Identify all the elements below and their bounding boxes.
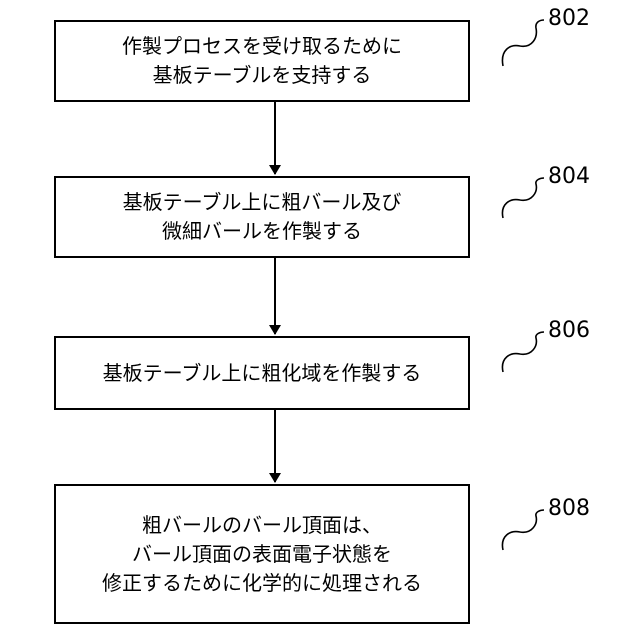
- leader-line-806: [502, 332, 544, 372]
- leader-line-802: [502, 20, 544, 66]
- ref-label-806: 806: [548, 320, 590, 342]
- ref-label-808: 808: [548, 498, 590, 520]
- step-806-line-1: 基板テーブル上に粗化域を作製する: [103, 359, 422, 388]
- ref-label-804: 804: [548, 166, 590, 188]
- step-802-line-1: 作製プロセスを受け取るために: [122, 32, 402, 61]
- step-808-line-2: バール頂面の表面電子状態を: [132, 540, 392, 569]
- step-804-box: 基板テーブル上に粗バール及び 微細バールを作製する: [54, 176, 470, 258]
- step-802-line-2: 基板テーブルを支持する: [153, 61, 372, 90]
- leader-line-808: [502, 510, 544, 550]
- step-804-line-1: 基板テーブル上に粗バール及び: [123, 188, 402, 217]
- step-806-box: 基板テーブル上に粗化域を作製する: [54, 336, 470, 410]
- step-808-line-3: 修正するために化学的に処理される: [102, 569, 422, 598]
- leader-line-804: [502, 178, 544, 218]
- step-808-box: 粗バールのバール頂面は、 バール頂面の表面電子状態を 修正するために化学的に処理…: [54, 484, 470, 624]
- ref-label-802: 802: [548, 8, 590, 30]
- step-802-box: 作製プロセスを受け取るために 基板テーブルを支持する: [54, 20, 470, 102]
- step-804-line-2: 微細バールを作製する: [162, 217, 362, 246]
- step-808-line-1: 粗バールのバール頂面は、: [142, 511, 382, 540]
